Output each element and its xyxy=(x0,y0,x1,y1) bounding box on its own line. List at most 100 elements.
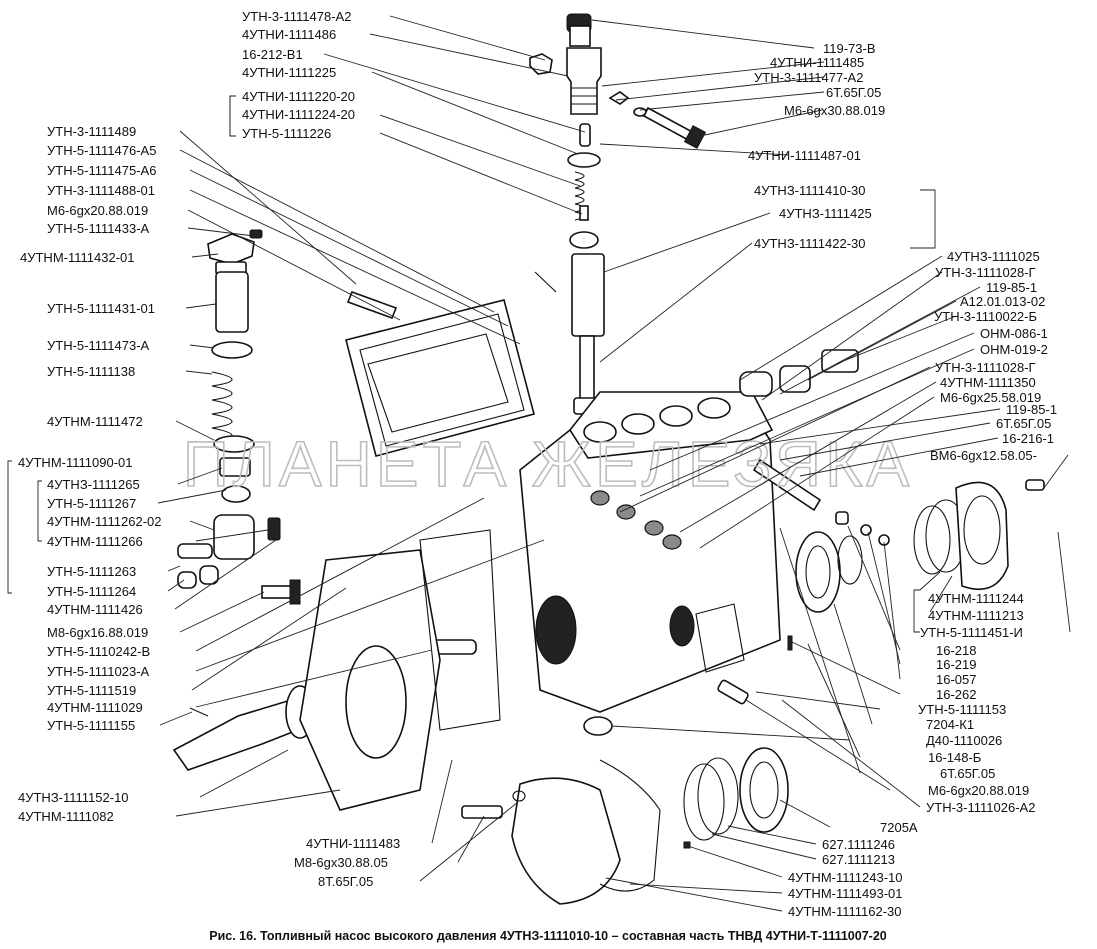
part-label: УТН-5-1111155 xyxy=(47,718,135,733)
part-label: 4УТНИ-1111486 xyxy=(242,27,336,42)
part-label: А12.01.013-02 xyxy=(960,294,1045,309)
valve-holder xyxy=(566,47,602,115)
part-label: М8-6gх16.88.019 xyxy=(47,625,148,640)
part-label: 4УТНМ-1111266 xyxy=(47,534,143,549)
flange-hub xyxy=(345,645,407,759)
part-label: 7205А xyxy=(880,820,918,835)
part-label: 8Т.65Г.05 xyxy=(318,874,373,889)
part-label: 16-219 xyxy=(936,657,976,672)
part-label: ВМ6-6gх12.58.05- xyxy=(930,448,1037,463)
part-label: 4УТНЗ-1111422-30 xyxy=(754,236,866,251)
part-label: УТН-5-1111226 xyxy=(242,126,331,141)
part-label: УТН-5-1111475-А6 xyxy=(47,163,156,178)
part-label: 627.1111213 xyxy=(822,852,895,867)
part-label: 4УТНМ-1111493-01 xyxy=(788,886,902,901)
stem-pin xyxy=(579,123,591,147)
pin-16-262 xyxy=(787,635,793,651)
part-label: УТН-5-1111267 xyxy=(47,496,136,511)
bolt-m8-30 xyxy=(461,805,503,819)
plunger xyxy=(579,335,595,407)
part-label: УТН-3-1111477-А2 xyxy=(754,70,863,85)
part-label: УТН-5-1111153 xyxy=(918,702,1006,717)
part-label: 4УТНМ-1111244 xyxy=(928,591,1024,606)
bolt-head xyxy=(683,125,707,149)
part-label: ОНМ-019-2 xyxy=(980,342,1048,357)
bolt-tiny xyxy=(249,229,263,239)
part-label: М6-6gх20.88.019 xyxy=(928,783,1029,798)
part-label: 4УТНМ-1111082 xyxy=(18,809,114,824)
part-label: УТН-3-1111488-01 xyxy=(47,183,155,198)
bearing-7205 xyxy=(739,747,789,833)
part-label: УТН-5-1111433-А xyxy=(47,221,150,236)
spring-plate xyxy=(211,341,253,359)
figure-caption: Рис. 16. Топливный насос высокого давлен… xyxy=(209,929,887,943)
axle-pin xyxy=(177,543,213,559)
part-label: 6Т.65Г.05 xyxy=(826,85,881,100)
part-label: М6-6gх30.88.019 xyxy=(784,103,885,118)
part-label: 6Т.65Г.05 xyxy=(940,766,995,781)
d40-plug xyxy=(583,716,613,736)
part-label: 6Т.65Г.05 xyxy=(996,416,1051,431)
part-label: УТН-3-1111489 xyxy=(47,124,136,139)
part-label: 4УТНЗ-1111410-30 xyxy=(754,183,866,198)
tube-right xyxy=(752,458,822,512)
bolt-m6-20 xyxy=(717,679,749,705)
part-label: УТН-3-1111028-Г xyxy=(935,265,1036,280)
washer-plate xyxy=(567,152,601,168)
bearing-cap xyxy=(955,481,1009,591)
part-label: 4УТНМ-1111162-30 xyxy=(788,904,902,919)
part-label: УТН-5-1111476-А5 xyxy=(47,143,156,158)
cover-plate xyxy=(345,299,535,457)
pusher-nut xyxy=(219,457,251,477)
plunger-barrel xyxy=(571,253,605,337)
union-fitting xyxy=(739,371,773,397)
spring-main xyxy=(211,371,233,443)
part-label: М8-6gх30.88.05 xyxy=(294,855,388,870)
control-sleeve xyxy=(215,271,249,333)
bolt-left-head xyxy=(289,579,301,605)
oil-seal-ring-a xyxy=(913,505,951,575)
part-label: 16-057 xyxy=(936,672,976,687)
part-label: УТН-5-1111138 xyxy=(47,364,135,379)
front-flange xyxy=(511,777,621,905)
seal-ring-627b xyxy=(697,757,739,835)
paper-gasket xyxy=(599,759,661,892)
part-label: 16-216-1 xyxy=(1002,431,1054,446)
cover-gasket xyxy=(359,313,525,447)
part-label: 4УТНИ-1111483 xyxy=(306,836,400,851)
watermark: ПЛАНЕТА ЖЕЛЕЗЯКА xyxy=(183,428,913,500)
part-label: 4УТНЗ-1111265 xyxy=(47,477,140,492)
part-label: УТН-3-1111478-А2 xyxy=(242,9,351,24)
part-label: 4УТНМ-1111213 xyxy=(928,608,1024,623)
part-label: УТН-5-1111264 xyxy=(47,584,136,599)
ring-shim xyxy=(837,535,863,585)
union-nut xyxy=(779,365,811,393)
roller-pusher xyxy=(213,514,255,560)
part-label: 4УТНМ-1111029 xyxy=(47,700,143,715)
part-label: М6-6gх25.58.019 xyxy=(940,390,1041,405)
washer-small xyxy=(608,91,630,105)
part-label: 119-73-В xyxy=(823,41,876,56)
housing-side-port xyxy=(669,605,695,647)
part-label: Д40-1110026 xyxy=(926,733,1002,748)
roller-b xyxy=(199,565,219,585)
valve-cap-body xyxy=(569,25,591,47)
part-label: М6-6gх20.88.019 xyxy=(47,203,148,218)
part-label: 119-85-1 xyxy=(986,280,1037,295)
part-label: 16-262 xyxy=(936,687,976,702)
housing-gasket xyxy=(695,603,745,673)
part-label: 4УТНМ-1111350 xyxy=(940,375,1036,390)
leader-lines xyxy=(7,15,1071,912)
part-label: 4УТНМ-1111432-01 xyxy=(20,250,134,265)
bearing-left-cover xyxy=(835,511,849,525)
part-label: 4УТНМ-1111472 xyxy=(47,414,143,429)
spring-seat xyxy=(213,435,255,453)
part-label: УТН-5-1111451-И xyxy=(920,625,1023,640)
part-label: УТН-5-1111023-А xyxy=(47,664,150,679)
part-label: 4УТНИ-1111487-01 xyxy=(748,148,861,163)
pin-4utnm xyxy=(683,841,691,849)
pusher-washer xyxy=(221,485,251,503)
part-label: 16-148-Б xyxy=(928,750,981,765)
housing-bore xyxy=(535,595,577,665)
